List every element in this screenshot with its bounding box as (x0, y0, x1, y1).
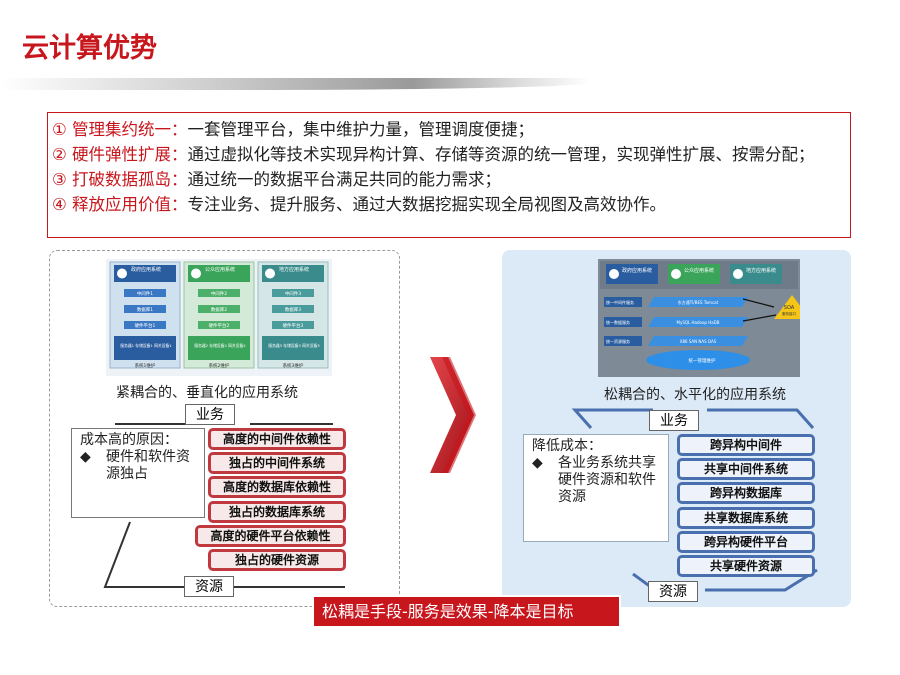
soa-label: SOA (784, 305, 795, 311)
advantage-item: ③ 打破数据孤岛：通过统一的数据平台满足共同的能力需求； (52, 167, 844, 192)
column-row-label: 数据库2 (211, 306, 227, 313)
right-note-box: 降低成本： ◆ 各业务系统共享硬件资源和软件资源 (523, 434, 669, 542)
left-layer: 高度的数据库依赖性 (208, 476, 346, 498)
left-layer: 高度的硬件平台依赖性 (195, 525, 346, 547)
right-layer: 跨异构中间件 (677, 434, 815, 456)
note-bullet: ◆ 各业务系统共享硬件资源和软件资源 (532, 455, 660, 506)
column-footer-label: 系统2维护 (209, 362, 230, 369)
right-caption: 松耦合的、水平化的应用系统 (604, 387, 786, 403)
left-note-box: 成本高的原因： ◆ 硬件和软件资源独占 (71, 428, 205, 518)
left-caption: 紧耦合的、垂直化的应用系统 (116, 385, 298, 401)
column-footer-label: 系统3维护 (283, 362, 304, 369)
resource-tag-right: 资源 (648, 581, 698, 602)
app-label: 政府应用系统 (622, 267, 652, 274)
advantage-head: ④ 释放应用价值： (52, 195, 188, 214)
map-icon (265, 268, 275, 279)
column-row-label: 中间件2 (211, 290, 227, 297)
note-title: 成本高的原因： (80, 432, 178, 448)
map-icon (733, 269, 743, 279)
oval-label: 统一管理维护 (689, 357, 716, 364)
left-panel (49, 250, 400, 607)
vertical-system-diagram: 政府应用系统 中间件1 数据库1 硬件平台1 服务器1 存储设备1 网关设备1 … (106, 259, 332, 376)
right-layer: 共享数据库系统 (677, 507, 815, 529)
column-bottom-label: 服务器3 存储设备3 网关设备3 (268, 343, 320, 348)
right-layer: 跨异构硬件平台 (677, 531, 815, 553)
advantages-box: ① 管理集约统一：一套管理平台，集中维护力量，管理调度便捷； ② 硬件弹性扩展：… (47, 112, 851, 238)
layer-label: 统一资源服务 (606, 338, 630, 344)
column-row-label: 硬件平台3 (283, 322, 304, 329)
soa-sub-label: 服务接口 (782, 311, 796, 316)
right-layer: 跨异构数据库 (677, 482, 815, 504)
chevron-right-icon (430, 357, 476, 473)
left-layer: 独占的数据库系统 (208, 501, 346, 523)
column-footer-label: 系统1维护 (135, 362, 156, 369)
page-title: 云计算优势 (22, 33, 157, 64)
column-row-label: 硬件平台2 (209, 322, 230, 329)
app-label: 地方应用系统 (746, 267, 776, 274)
left-trapezoid (103, 423, 345, 588)
advantage-item: ② 硬件弹性扩展：通过虚拟化等技术实现异构计算、存储等资源的统一管理，实现弹性扩… (52, 142, 844, 167)
advantage-head: ② 硬件弹性扩展： (52, 145, 188, 164)
note-text: 硬件和软件资源独占 (106, 449, 190, 482)
building-icon (117, 268, 127, 279)
note-title: 降低成本： (532, 438, 602, 454)
column-row-label: 中间件1 (137, 290, 153, 297)
advantage-item: ① 管理集约统一：一套管理平台，集中维护力量，管理调度便捷； (52, 117, 844, 142)
horizontal-system-diagram: 政府应用系统 公众应用系统 地方应用系统 统一中间件服务 东方通TI/BES T… (598, 259, 810, 377)
people-icon (671, 269, 681, 279)
left-column-3: 地方应用系统 中间件3 数据库3 硬件平台3 服务器3 存储设备3 网关设备3 … (257, 261, 329, 369)
note-text: 各业务系统共享硬件资源和软件资源 (558, 455, 656, 505)
advantage-body: 一套管理平台，集中维护力量，管理调度便捷； (187, 120, 535, 139)
people-icon (191, 268, 201, 279)
right-layer: 共享硬件资源 (677, 555, 815, 577)
right-layer: 共享中间件系统 (677, 458, 815, 480)
column-bottom-label: 服务器2 存储设备2 网关设备2 (194, 343, 246, 348)
column-row-label: 中间件3 (285, 290, 301, 297)
advantage-item: ④ 释放应用价值：专注业务、提升服务、通过大数据挖掘实现全局视图及高效协作。 (52, 192, 844, 217)
column-top-label: 公众应用系统 (205, 266, 235, 273)
column-row-label: 数据库1 (137, 306, 153, 313)
building-icon (609, 269, 619, 279)
left-layer: 高度的中间件依赖性 (208, 428, 346, 450)
advantage-head: ③ 打破数据孤岛： (52, 170, 188, 189)
resource-tag-left: 资源 (184, 576, 234, 597)
column-row-label: 硬件平台1 (135, 322, 156, 329)
left-layer: 独占的中间件系统 (208, 452, 346, 474)
column-top-label: 地方应用系统 (279, 266, 309, 273)
column-row-label: 数据库3 (285, 306, 301, 313)
layer-bar-label: MySQL Hadoop HaDB (677, 320, 720, 325)
layer-bar-label: X86 SAN NAS DAS (680, 339, 717, 344)
app-label: 公众应用系统 (684, 267, 714, 274)
advantage-body: 通过虚拟化等技术实现异构计算、存储等资源的统一管理，实现弹性扩展、按需分配； (187, 145, 815, 164)
advantage-body: 专注业务、提升服务、通过大数据挖掘实现全局视图及高效协作。 (187, 195, 667, 214)
layer-bar-label: 东方通TI/BES Tomcat (678, 299, 719, 305)
column-bottom-label: 服务器1 存储设备1 网关设备1 (120, 343, 172, 348)
bullet-icon: ◆ (80, 449, 91, 465)
advantage-body: 通过统一的数据平台满足共同的能力需求； (187, 170, 502, 189)
column-top-label: 政府应用系统 (131, 266, 161, 273)
left-column-2: 公众应用系统 中间件2 数据库2 硬件平台2 服务器2 存储设备2 网关设备2 … (183, 261, 255, 369)
left-column-1: 政府应用系统 中间件1 数据库1 硬件平台1 服务器1 存储设备1 网关设备1 … (109, 261, 181, 369)
left-layer: 独占的硬件资源 (208, 549, 346, 571)
note-bullet: ◆ 硬件和软件资源独占 (80, 449, 196, 483)
business-tag-left: 业务 (185, 404, 235, 425)
layer-label: 统一数据服务 (606, 319, 630, 325)
title-underline (0, 78, 590, 90)
advantage-head: ① 管理集约统一： (52, 120, 188, 139)
business-tag-right: 业务 (649, 410, 699, 431)
bullet-icon: ◆ (532, 455, 543, 471)
layer-label: 统一中间件服务 (606, 299, 634, 305)
footer-banner: 松耦是手段-服务是效果-降本是目标 (312, 595, 621, 628)
